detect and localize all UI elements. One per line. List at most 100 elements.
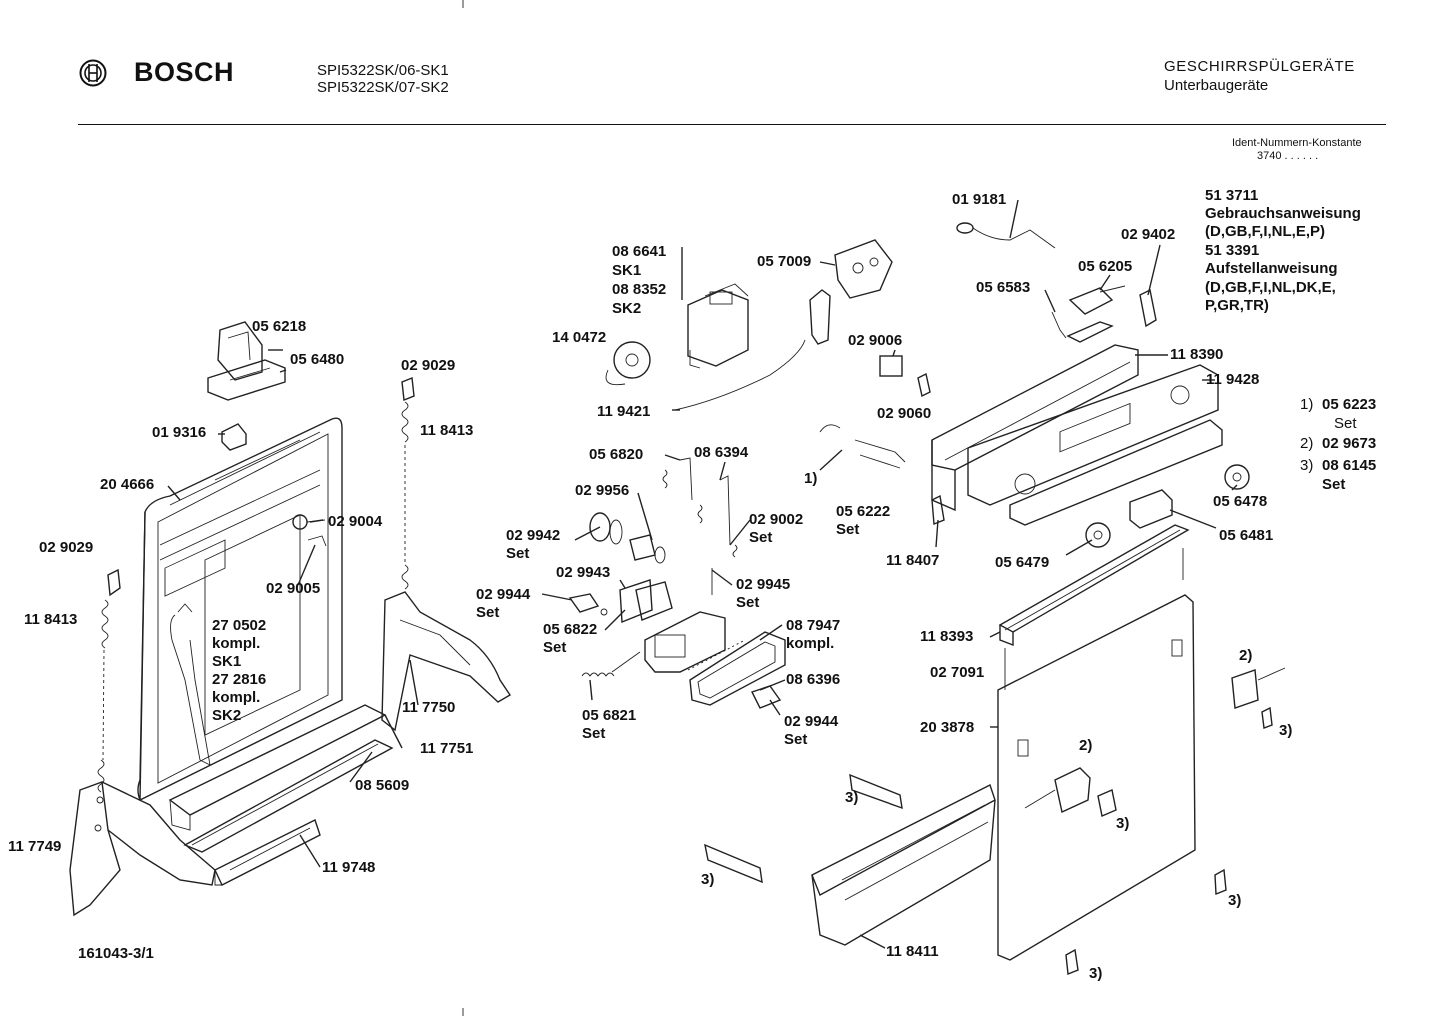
part-label: 08 6641 SK1 08 8352 SK2 [612, 243, 667, 317]
outer-door-panel-203878 [997, 594, 1196, 961]
part-029402 [1139, 288, 1157, 328]
switch-056205 [1068, 285, 1126, 315]
part-label: 02 9945 Set [736, 576, 791, 611]
header-rule [78, 124, 1386, 125]
ident-value: 3740 . . . . . . [1257, 150, 1319, 162]
bosch-armature-logo-icon [79, 59, 107, 87]
part-label: 08 6396 [786, 671, 841, 688]
bracket-118407 [931, 494, 945, 526]
part-label: 11 8413 [420, 422, 474, 439]
part-label: 3) [1116, 815, 1130, 832]
set-number: 02 9673 [1322, 435, 1377, 452]
part-label: 3) [845, 789, 859, 806]
part-029943 [619, 579, 673, 624]
document-line: 51 3391 [1205, 242, 1260, 259]
part-label: 1) [804, 470, 818, 487]
part-label: 02 7091 [930, 664, 985, 681]
part-label: 11 8413 [24, 611, 78, 628]
handle-056481 [1129, 489, 1173, 529]
seal-085609 [183, 739, 394, 853]
bosch-logo [78, 58, 108, 93]
part-label: 05 6478 [1213, 493, 1268, 510]
part-label: 11 9428 [1206, 371, 1260, 388]
part-label: 05 7009 [757, 253, 812, 270]
document-line: (D,GB,F,I,NL,E,P) [1205, 223, 1325, 240]
part-label: 11 7750 [402, 699, 456, 716]
document-line: P,GR,TR) [1205, 297, 1269, 314]
set-number: 05 6223 [1322, 396, 1377, 413]
part-label: 08 7947 kompl. [786, 617, 841, 652]
kickplate-118411 [811, 784, 996, 946]
cable-loom-270502 [170, 603, 211, 766]
set-suffix: Set [1334, 415, 1357, 432]
hinge-part-056480 [207, 359, 286, 401]
part-label: 05 6479 [995, 554, 1050, 571]
model-number: SPI5322SK/07-SK2 [317, 79, 449, 96]
part-029944-top [568, 593, 608, 616]
part-label: 02 9002 Set [749, 511, 804, 546]
clip-3a [849, 773, 903, 810]
part-029942 [589, 512, 623, 545]
part-029956 [629, 534, 666, 564]
leader-lines [167, 199, 1238, 949]
part-label: 3) [1279, 722, 1293, 739]
spring-left [97, 568, 121, 793]
cable-119421 [674, 339, 806, 411]
part-label: 02 9944 Set [476, 586, 531, 621]
clip-3c [1214, 868, 1227, 896]
screw-027091 [1004, 548, 1184, 690]
hinge-set-2b [1024, 767, 1117, 817]
part-label: 2) [1239, 647, 1253, 664]
part-label: 3) [1228, 892, 1242, 909]
part-label: 2) [1079, 737, 1093, 754]
knob-056479 [1085, 522, 1111, 548]
part-label: 02 9060 [877, 405, 932, 422]
part-label: 01 9181 [952, 191, 1007, 208]
part-label: 3) [1089, 965, 1103, 982]
bracket-057009 [809, 289, 831, 345]
part-label: 14 0472 [552, 329, 607, 346]
part-029005 [307, 535, 327, 547]
hinge-set-2a [1231, 667, 1286, 729]
part-label: 11 9748 [322, 859, 376, 876]
trim-strip-118393 [998, 524, 1190, 647]
knob-140472 [605, 341, 651, 386]
document-line: (D,GB,F,I,NL,DK,E, [1205, 279, 1336, 296]
part-label: 05 6218 [252, 318, 307, 335]
switch-parts-056222 [819, 424, 906, 469]
thermostat-019181 [956, 222, 1056, 249]
hinge-part-056218 [217, 321, 263, 381]
part-label: 05 6205 [1078, 258, 1133, 275]
switch-block-top [834, 239, 893, 299]
part-label: 3) [701, 871, 715, 888]
part-label: 02 9943 [556, 564, 611, 581]
fascia-glass-front [1009, 419, 1223, 526]
part-label: 05 6222 Set [836, 503, 891, 538]
set-ref: 3) [1300, 457, 1314, 474]
part-label: 11 8393 [920, 628, 974, 645]
document-line: 51 3711 [1205, 187, 1259, 204]
set-suffix: Set [1322, 476, 1346, 493]
brand-name: BOSCH [134, 57, 235, 87]
model-number: SPI5322SK/06-SK1 [317, 62, 449, 79]
part-label: 11 8407 [886, 552, 940, 569]
set-ref: 2) [1300, 435, 1314, 452]
document-line: Gebrauchsanweisung [1205, 205, 1361, 222]
clip-3d [1065, 948, 1079, 975]
part-label: 02 9005 [266, 580, 321, 597]
product-subcategory: Unterbaugeräte [1164, 77, 1269, 94]
part-label: 02 9004 [328, 513, 383, 530]
knob-056478 [1224, 464, 1250, 490]
part-label: 02 9402 [1121, 226, 1176, 243]
set-number: 08 6145 [1322, 457, 1377, 474]
control-panel-118390 [931, 344, 1139, 512]
spring-056821 [581, 651, 641, 677]
part-029944-bottom [751, 685, 782, 709]
part-label: 11 9421 [597, 403, 651, 420]
part-label: 27 0502 kompl. SK1 27 2816 kompl. SK2 [212, 617, 267, 724]
part-label: 05 6822 Set [543, 621, 598, 656]
part-label: 02 9006 [848, 332, 903, 349]
part-label: 01 9316 [152, 424, 207, 441]
part-label: 08 6394 [694, 444, 749, 461]
